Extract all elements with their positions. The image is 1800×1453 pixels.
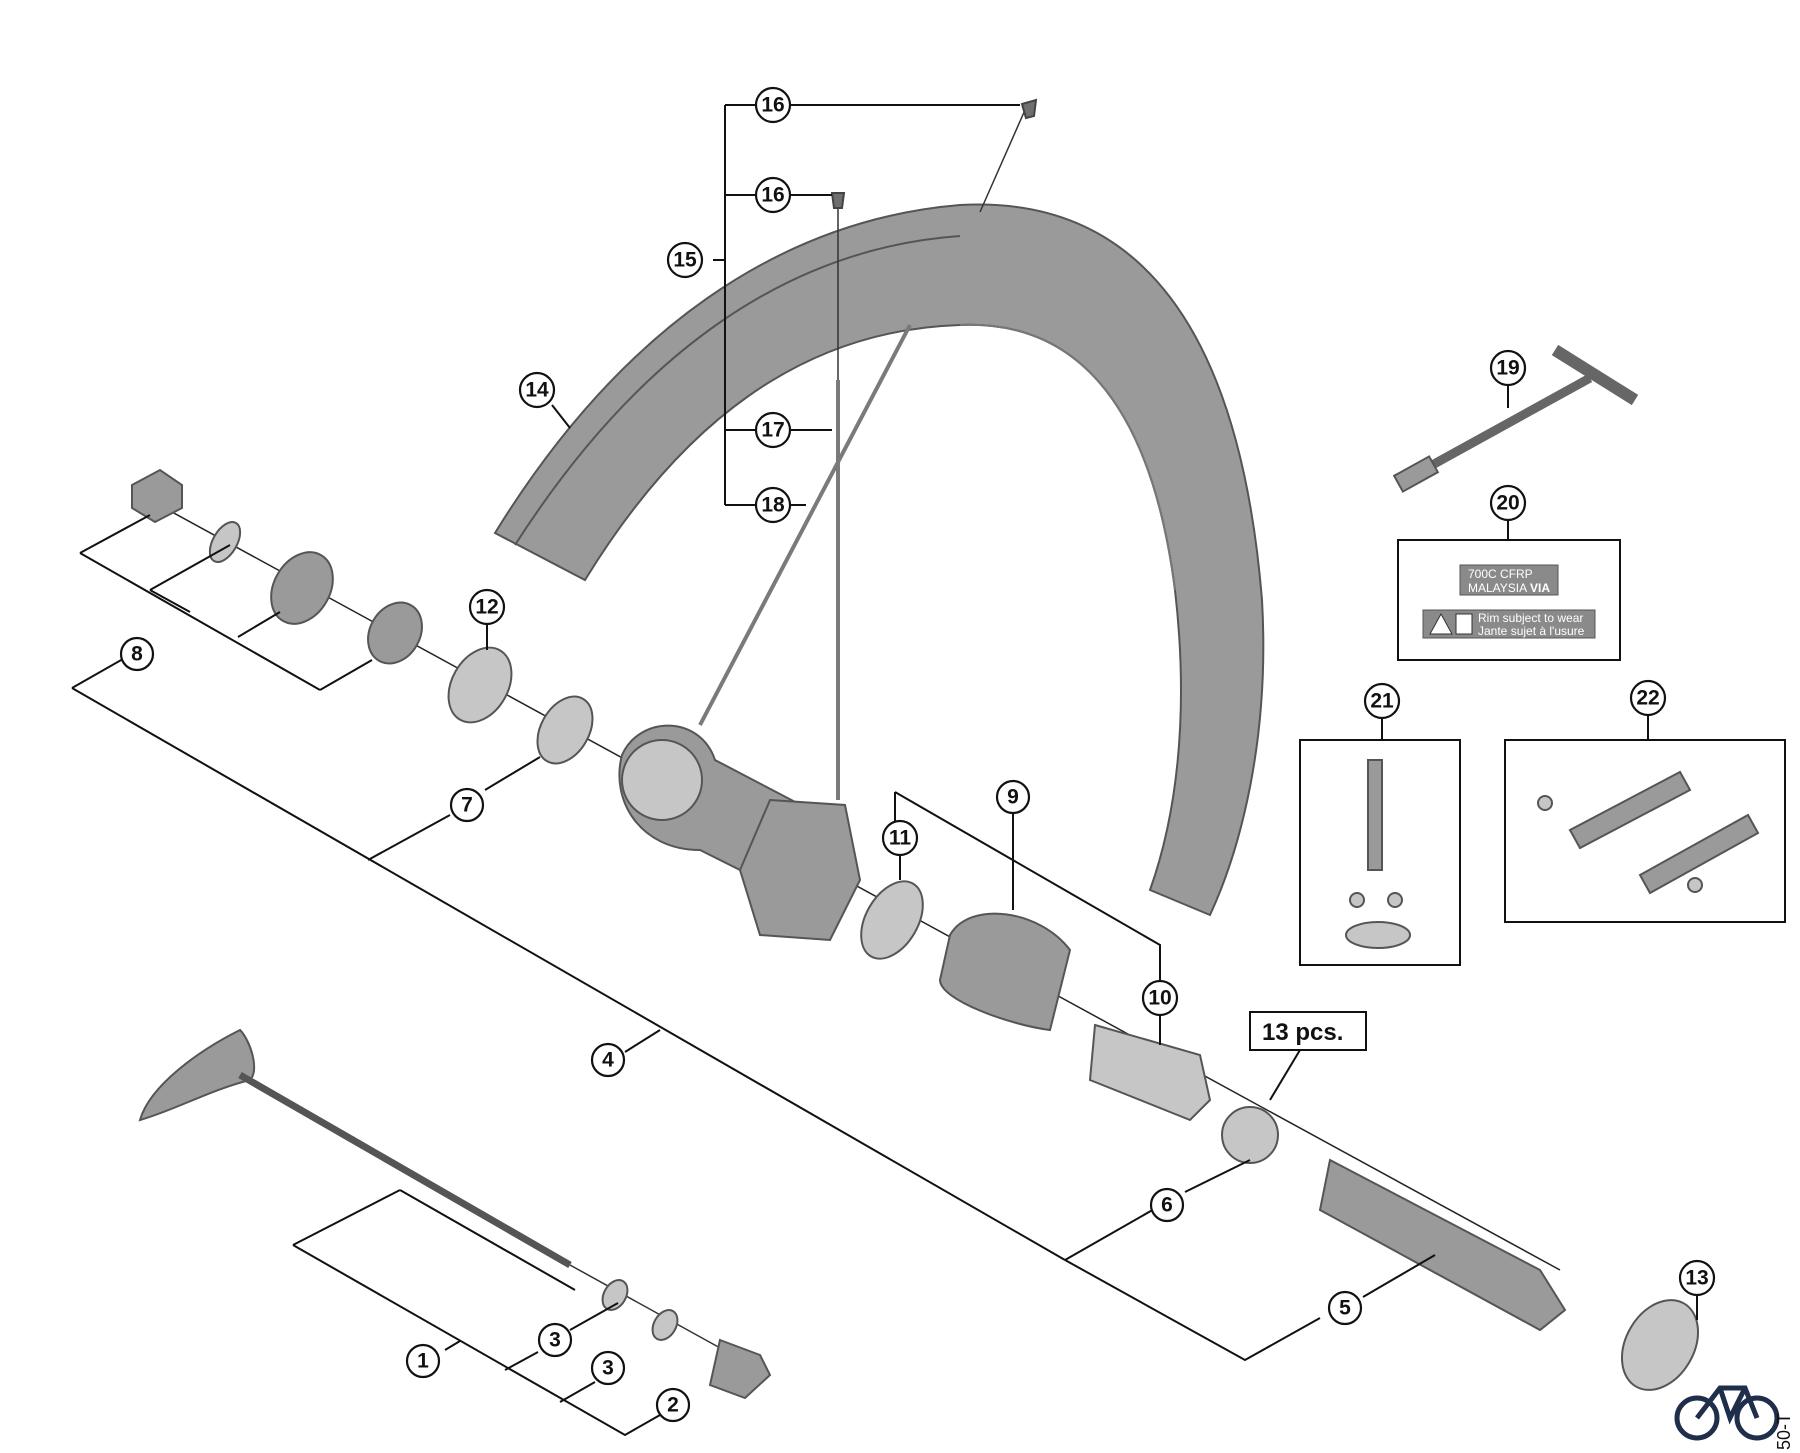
sticker-line1: 700C CFRP	[1468, 567, 1533, 581]
label-8: 8	[119, 636, 155, 672]
svg-text:7: 7	[461, 794, 473, 817]
part-labels: 1 2 3 3 4 5 6 7 8 9 10 11 12 13 14 15 16…	[119, 86, 1716, 1423]
svg-text:17: 17	[761, 419, 784, 442]
label-22: 22	[1629, 679, 1667, 717]
svg-text:14: 14	[525, 379, 549, 402]
sticker-line2: MALAYSIA	[1468, 581, 1527, 595]
label-21: 21	[1363, 682, 1401, 720]
rim-sticker-box	[1397, 539, 1621, 661]
svg-text:21: 21	[1370, 690, 1394, 713]
rim-sticker: 700C CFRP MALAYSIA VIA Rim subject to we…	[1422, 564, 1596, 639]
sticker-warning1: Rim subject to wear	[1478, 611, 1583, 625]
label-17: 17	[754, 411, 792, 449]
label-20: 20	[1489, 484, 1527, 522]
label-18: 18	[754, 486, 792, 524]
label-2: 2	[655, 1387, 691, 1423]
label-16a: 16	[754, 86, 792, 124]
label-6: 6	[1149, 1187, 1185, 1223]
label-4: 4	[590, 1042, 626, 1078]
leader-lines	[71, 104, 1698, 1437]
label-10: 10	[1141, 979, 1179, 1017]
svg-text:3: 3	[602, 1357, 614, 1380]
svg-text:1: 1	[417, 1350, 429, 1373]
svg-text:3: 3	[549, 1329, 561, 1352]
label-19: 19	[1489, 349, 1527, 387]
svg-text:11: 11	[889, 827, 912, 850]
info-book-icon	[1455, 613, 1473, 635]
svg-text:16: 16	[761, 184, 784, 207]
quantity-note: 13 pcs.	[1262, 1019, 1343, 1046]
label-9: 9	[995, 779, 1031, 815]
sticker-brand: VIA	[1530, 581, 1550, 595]
label-1: 1	[405, 1343, 441, 1379]
label-3b: 3	[590, 1350, 626, 1386]
label-5: 5	[1327, 1290, 1363, 1326]
valve-parts	[1345, 759, 1411, 949]
svg-text:16: 16	[761, 94, 784, 117]
brake-pads	[1537, 770, 1760, 895]
svg-text:5: 5	[1339, 1297, 1351, 1320]
svg-text:22: 22	[1636, 687, 1659, 710]
hub-left-end-parts	[131, 468, 594, 765]
corner-code: 50-T	[1774, 1413, 1794, 1450]
label-7: 7	[449, 787, 485, 823]
spokes	[698, 98, 1038, 800]
svg-text:9: 9	[1007, 786, 1019, 809]
label-3a: 3	[537, 1322, 573, 1358]
svg-text:20: 20	[1496, 492, 1519, 515]
svg-text:19: 19	[1496, 357, 1519, 380]
svg-text:4: 4	[602, 1049, 614, 1072]
label-16b: 16	[754, 176, 792, 214]
hub-shell	[618, 724, 862, 942]
rim	[493, 203, 1265, 917]
label-13: 13	[1678, 1259, 1716, 1297]
quick-release	[138, 1028, 772, 1400]
warning-icon	[1429, 612, 1453, 635]
svg-text:15: 15	[673, 249, 697, 272]
svg-text:13: 13	[1685, 1267, 1708, 1290]
sticker-warning2: Jante sujet à l'usure	[1478, 624, 1585, 638]
svg-text:12: 12	[475, 596, 498, 619]
bicycle-icon	[1674, 1385, 1780, 1441]
nipple-top	[1020, 98, 1038, 120]
svg-text:10: 10	[1148, 987, 1171, 1010]
label-14: 14	[518, 371, 556, 409]
nipple-mid	[830, 192, 846, 209]
hub-body-parts	[860, 880, 1699, 1391]
label-15: 15	[666, 241, 704, 279]
svg-text:6: 6	[1161, 1194, 1173, 1217]
svg-text:18: 18	[761, 494, 785, 517]
svg-text:2: 2	[667, 1394, 679, 1417]
svg-text:8: 8	[131, 643, 143, 666]
label-11: 11	[881, 819, 919, 857]
label-12: 12	[468, 588, 506, 626]
spoke-wrench	[1392, 344, 1639, 493]
quantity-box	[1249, 1011, 1367, 1051]
